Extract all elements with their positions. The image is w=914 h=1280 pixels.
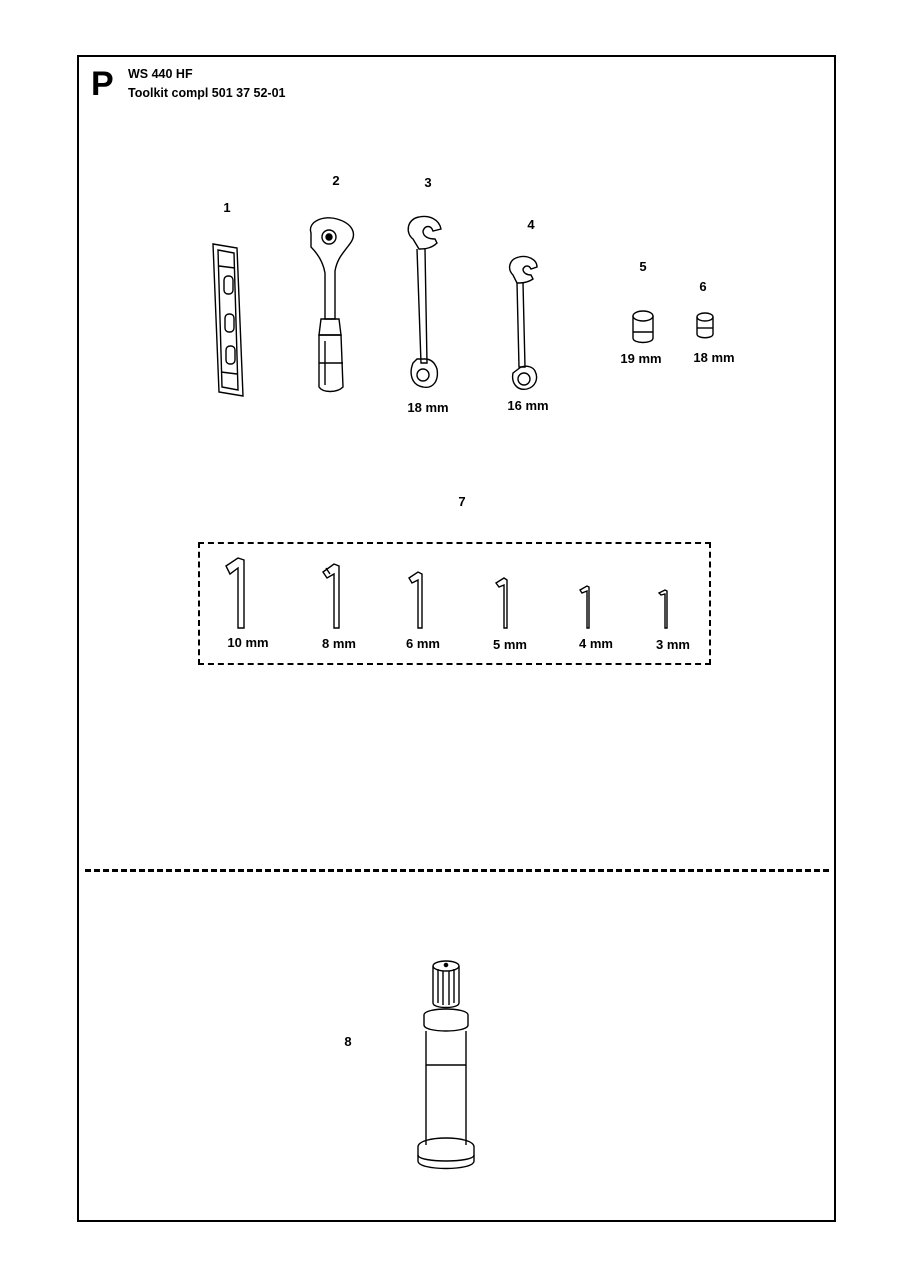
hex-key-size-10mm: 10 mm: [227, 635, 269, 650]
toolkit-title: Toolkit compl 501 37 52-01: [128, 86, 286, 100]
spindle-tool-drawing: [417, 960, 475, 1170]
page-frame: [77, 55, 836, 1222]
part-number-2: 2: [332, 173, 340, 188]
socket-18mm-drawing: [696, 312, 714, 339]
section-letter: P: [91, 65, 114, 103]
hex-key-10mm-drawing: [225, 557, 245, 629]
part-number-7: 7: [458, 494, 466, 509]
combination-wrench-16mm-drawing: [508, 255, 538, 390]
ratchet-wrench-drawing: [309, 217, 355, 393]
part-number-8: 8: [344, 1034, 352, 1049]
hex-key-size-4mm: 4 mm: [579, 636, 613, 651]
combination-wrench-18mm-drawing: [407, 215, 442, 388]
hex-key-3mm-drawing: [657, 589, 668, 629]
hex-key-size-5mm: 5 mm: [493, 637, 527, 652]
part-number-6: 6: [699, 279, 707, 294]
part-number-3: 3: [424, 175, 432, 190]
spirit-level-drawing: [212, 243, 244, 397]
part-6-size: 18 mm: [693, 350, 735, 365]
part-5-size: 19 mm: [620, 351, 662, 366]
part-number-5: 5: [639, 259, 647, 274]
hex-key-size-3mm: 3 mm: [656, 637, 690, 652]
hex-key-size-6mm: 6 mm: [406, 636, 440, 651]
hex-key-4mm-drawing: [579, 585, 590, 629]
hex-key-8mm-drawing: [322, 563, 340, 629]
part-3-size: 18 mm: [407, 400, 449, 415]
hex-key-5mm-drawing: [494, 577, 508, 629]
section-divider: [85, 869, 829, 872]
hex-key-set-box: [198, 542, 711, 665]
part-4-size: 16 mm: [507, 398, 549, 413]
hex-key-6mm-drawing: [408, 571, 423, 629]
model-name: WS 440 HF: [128, 67, 193, 81]
hex-key-size-8mm: 8 mm: [322, 636, 356, 651]
part-number-4: 4: [527, 217, 535, 232]
socket-19mm-drawing: [632, 310, 654, 344]
part-number-1: 1: [223, 200, 231, 215]
